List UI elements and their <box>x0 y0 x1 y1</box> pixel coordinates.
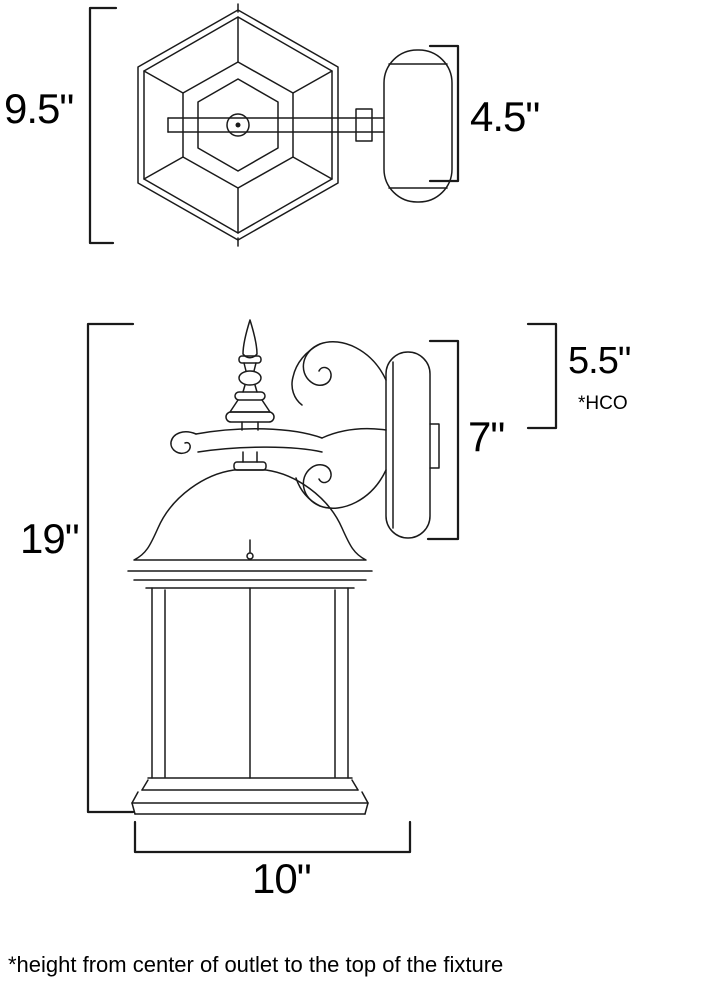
side-view-drawing <box>127 319 440 815</box>
lamp-neck <box>233 451 267 471</box>
dim-label-7: 7" <box>468 413 505 460</box>
side-view-backplate <box>385 351 440 539</box>
bracket-10 <box>133 820 412 854</box>
top-view-drawing <box>137 3 453 247</box>
top-view-arm <box>167 108 385 142</box>
bracket-9-5 <box>88 6 118 245</box>
hexagon-ribs <box>143 16 333 234</box>
dim-label-19: 19" <box>20 515 80 562</box>
bracket-5-5 <box>526 322 558 430</box>
side-view-dimension-brackets <box>86 322 558 854</box>
center-hub <box>226 113 250 137</box>
lamp-base <box>131 777 369 815</box>
footnote: *height from center of outlet to the top… <box>8 952 504 977</box>
lamp-roof <box>127 469 373 589</box>
dim-label-4-5: 4.5" <box>470 93 540 140</box>
dim-label-9-5: 9.5" <box>4 85 74 132</box>
scrollwork <box>291 341 387 509</box>
finial <box>225 319 275 431</box>
bracket-19 <box>86 322 135 814</box>
bracket-4-5 <box>428 44 460 183</box>
dim-label-hco: *HCO <box>578 393 628 414</box>
support-arm <box>170 428 323 454</box>
lamp-cage <box>151 587 349 779</box>
hexagon-glass-inner <box>197 78 279 172</box>
center-dot <box>235 122 241 128</box>
dim-label-5-5: 5.5" <box>568 340 631 382</box>
dim-label-10: 10" <box>252 855 312 902</box>
top-view-dimension-brackets <box>88 6 460 245</box>
bracket-7 <box>426 339 460 541</box>
top-view-backplate <box>383 49 453 203</box>
